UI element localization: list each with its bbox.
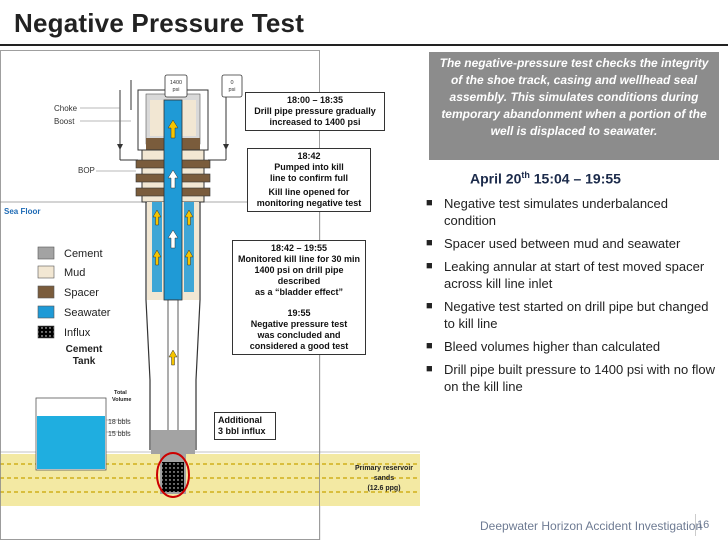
callout-4-line-4: as a “bladder effect” bbox=[236, 287, 362, 298]
influx-area bbox=[162, 462, 184, 492]
bullet-square-icon: ■ bbox=[426, 298, 433, 315]
cement-tank-title-1: Cement bbox=[66, 344, 103, 355]
drill-pipe-gauge: 1400 psi bbox=[165, 75, 187, 97]
tank-level-15: 15 bbls bbox=[108, 431, 131, 438]
cement-tank-title-2: Tank bbox=[73, 356, 96, 367]
title-rule bbox=[0, 44, 728, 46]
callout-4-line-2: Monitored kill line for 30 min bbox=[236, 254, 362, 265]
callout-1-line-1: 18:00 – 18:35 bbox=[249, 95, 381, 106]
bullet-item: ■Bleed volumes higher than calculated bbox=[426, 338, 722, 355]
bullet-item: ■Leaking annular at start of test moved … bbox=[426, 258, 722, 292]
bullet-item: ■Negative test started on drill pipe but… bbox=[426, 298, 722, 332]
choke-label: Choke bbox=[54, 104, 78, 113]
svg-text:psi: psi bbox=[228, 87, 235, 93]
callout-2-line-3: line to confirm full bbox=[251, 173, 367, 184]
bullet-square-icon: ■ bbox=[426, 195, 433, 212]
callout-additional-influx: Additional 3 bbl influx bbox=[214, 412, 276, 440]
legend-label-influx: Influx bbox=[64, 327, 91, 339]
callout-6-line-1: Additional bbox=[218, 415, 272, 426]
legend-label-seawater: Seawater bbox=[64, 307, 111, 319]
bullet-square-icon: ■ bbox=[426, 361, 433, 378]
date-heading: April 20th 15:04 – 19:55 bbox=[470, 170, 621, 187]
callout-3-line-2: monitoring negative test bbox=[251, 198, 367, 209]
bullet-square-icon: ■ bbox=[426, 338, 433, 355]
legend-swatch-spacer bbox=[38, 286, 54, 298]
callout-pumped-kill: 18:42 Pumped into kill line to confirm f… bbox=[247, 148, 371, 212]
svg-text:1400: 1400 bbox=[170, 80, 182, 86]
bop-label: BOP bbox=[78, 166, 95, 175]
total-volume-label-1: Total bbox=[114, 390, 127, 396]
bullet-item: ■Spacer used between mud and seawater bbox=[426, 235, 722, 252]
svg-text:psi: psi bbox=[172, 87, 179, 93]
bullet-item: ■Negative test simulates underbalanced c… bbox=[426, 195, 722, 229]
bullet-square-icon: ■ bbox=[426, 258, 433, 275]
footer-divider bbox=[695, 514, 696, 536]
total-volume-label-2: Volume bbox=[112, 397, 131, 403]
bullet-list: ■Negative test simulates underbalanced c… bbox=[426, 195, 722, 401]
kill-line-gauge: 0 psi bbox=[222, 75, 242, 97]
page-number: 16 bbox=[697, 519, 709, 531]
sea-floor-label: Sea Floor bbox=[4, 207, 40, 216]
callout-4-line-1: 18:42 – 19:55 bbox=[236, 243, 362, 254]
callout-2-line-1: 18:42 bbox=[251, 151, 367, 162]
cement-shoe bbox=[151, 430, 195, 454]
callout-monitored-kill: 18:42 – 19:55 Monitored kill line for 30… bbox=[232, 240, 366, 355]
legend-swatch-influx bbox=[38, 326, 54, 338]
slide-title: Negative Pressure Test bbox=[14, 8, 304, 39]
tank-level-18: 18 bbls bbox=[108, 419, 131, 426]
legend-label-spacer: Spacer bbox=[64, 287, 99, 299]
callout-4-line-3: 1400 psi on drill pipe described bbox=[236, 265, 362, 287]
boost-label: Boost bbox=[54, 117, 75, 126]
svg-text:0: 0 bbox=[230, 80, 233, 86]
callout-3-line-1: Kill line opened for bbox=[251, 187, 367, 198]
footer-text: Deepwater Horizon Accident Investigation bbox=[480, 519, 702, 533]
callout-6-line-2: 3 bbl influx bbox=[218, 426, 272, 437]
bullet-item: ■Drill pipe built pressure to 1400 psi w… bbox=[426, 361, 722, 395]
reservoir-label-1: Primary reservoir bbox=[355, 465, 413, 472]
callout-2-line-2: Pumped into kill bbox=[251, 162, 367, 173]
legend-swatch-mud bbox=[38, 266, 54, 278]
legend-label-cement: Cement bbox=[64, 248, 103, 260]
callout-drill-pipe-pressure: 18:00 – 18:35 Drill pipe pressure gradua… bbox=[245, 92, 385, 131]
bullet-square-icon: ■ bbox=[426, 235, 433, 252]
date-heading-suffix: 15:04 – 19:55 bbox=[530, 171, 621, 187]
explanation-box: The negative-pressure test checks the in… bbox=[429, 52, 719, 160]
reservoir-label-2: sands bbox=[374, 475, 394, 482]
legend-swatch-seawater bbox=[38, 306, 54, 318]
reservoir-label-3: (12.6 ppg) bbox=[367, 485, 400, 492]
legend-label-mud: Mud bbox=[64, 267, 85, 279]
legend-swatch-cement bbox=[38, 247, 54, 259]
callout-5-line-3: was concluded and bbox=[236, 330, 362, 341]
tank-fluid bbox=[37, 416, 105, 469]
date-heading-prefix: April 20 bbox=[470, 171, 521, 187]
callout-1-line-2: Drill pipe pressure gradually bbox=[249, 106, 381, 117]
callout-1-line-3: increased to 1400 psi bbox=[249, 117, 381, 128]
callout-5-line-2: Negative pressure test bbox=[236, 319, 362, 330]
callout-5-line-4: considered a good test bbox=[236, 341, 362, 352]
date-heading-sup: th bbox=[521, 170, 530, 180]
callout-5-line-1: 19:55 bbox=[236, 308, 362, 319]
